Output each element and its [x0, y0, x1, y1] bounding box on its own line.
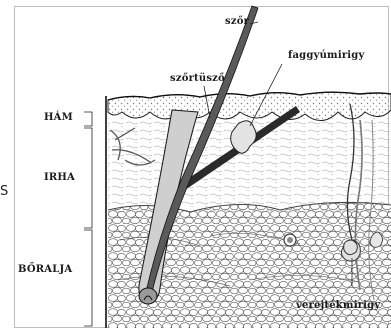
- bracket-irha: [84, 128, 92, 228]
- label-szor: szőr: [225, 16, 249, 27]
- bracket-boralja: [84, 230, 92, 326]
- label-faggyumirigy: faggyúmirigy: [288, 50, 365, 61]
- label-ham: HÁM: [44, 112, 73, 123]
- bracket-ham: [84, 112, 92, 126]
- label-boralja: BŐRALJA: [18, 264, 72, 275]
- label-irha: IRHA: [44, 172, 75, 183]
- sweat-gland-coil: [341, 240, 360, 261]
- label-szortuszo: szőrtüsző: [170, 73, 225, 84]
- edge-text-fragment: S: [0, 184, 8, 199]
- label-verejtekmirigy: verejtékmirigy: [296, 300, 380, 311]
